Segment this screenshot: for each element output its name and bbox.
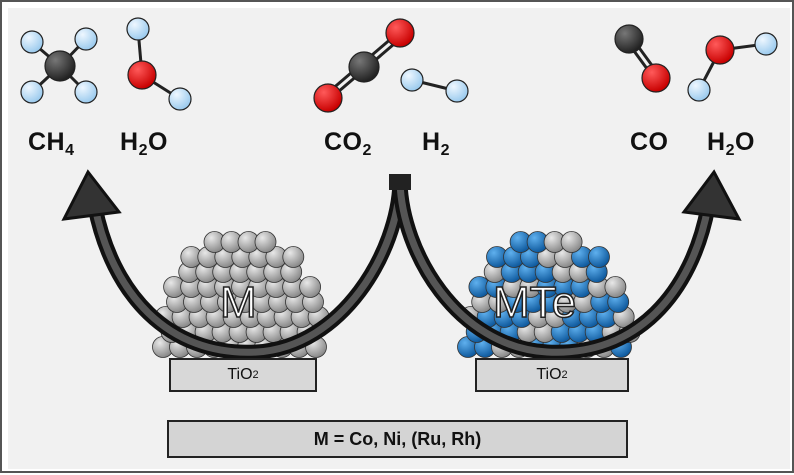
reaction-arrow-right <box>392 169 742 360</box>
label-co2: CO2 <box>324 128 372 159</box>
label-metal-telluride: MTe <box>492 277 577 328</box>
reaction-arrow-left <box>61 169 408 360</box>
co-molecule <box>614 24 671 93</box>
h2-molecule <box>400 68 469 103</box>
water-molecule-right <box>687 32 778 102</box>
label-co: CO <box>630 128 669 156</box>
water-molecule-left <box>126 17 192 111</box>
telluride-atom <box>604 276 627 298</box>
label-water-right: H2O <box>707 128 755 159</box>
arrow-origin-block <box>389 174 411 190</box>
metal-caption: M = Co, Ni, (Ru, Rh) <box>167 420 628 458</box>
label-water-left: H2O <box>120 128 168 159</box>
co2-molecule <box>313 18 415 113</box>
label-h2: H2 <box>422 128 450 159</box>
telluride-atom <box>560 231 583 253</box>
telluride-atom <box>588 246 610 268</box>
label-metal: M <box>219 277 257 328</box>
metal-atom <box>254 231 277 253</box>
label-methane: CH4 <box>28 128 75 159</box>
methane-molecule <box>20 27 98 104</box>
metal-atom <box>282 246 305 268</box>
metal-atom <box>299 276 322 298</box>
